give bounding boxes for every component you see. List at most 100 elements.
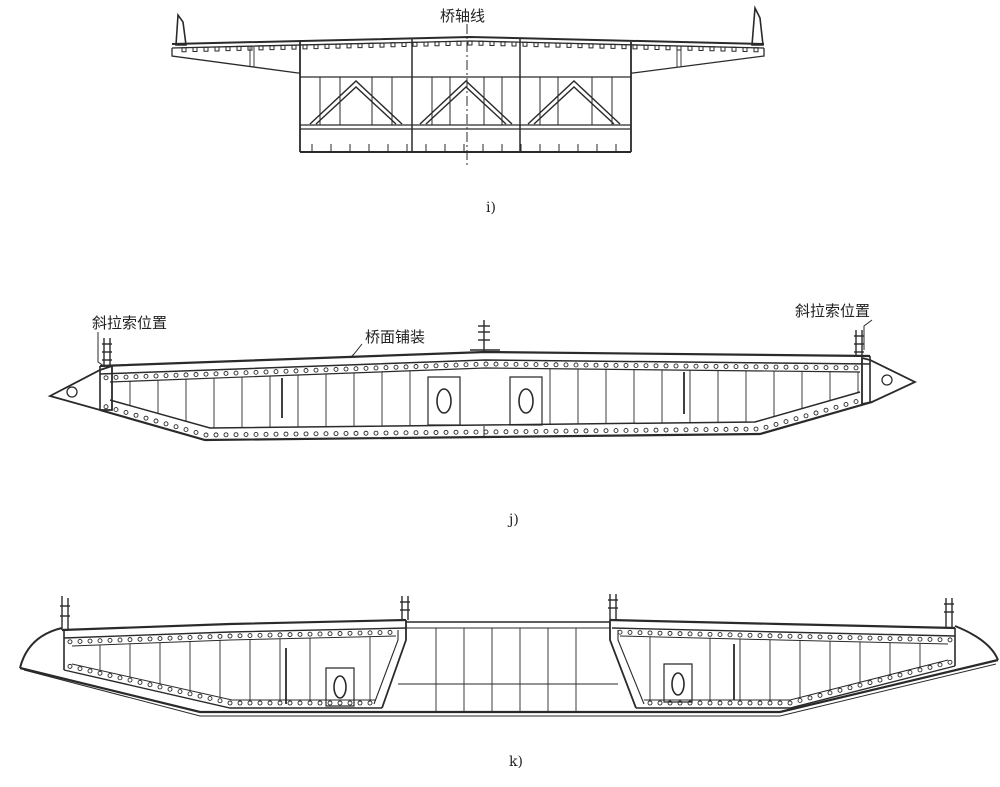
stiffener-bead bbox=[684, 364, 688, 368]
stiffener-bead bbox=[524, 362, 528, 366]
deck-rib bbox=[259, 46, 263, 50]
stiffener-bead bbox=[688, 632, 692, 636]
stiffener-bead bbox=[714, 427, 718, 431]
section-j-deck-inner2 bbox=[110, 368, 860, 382]
stiffener-bead bbox=[514, 430, 518, 434]
stiffener-bead bbox=[238, 701, 242, 705]
stiffener-bead bbox=[494, 362, 498, 366]
stiffener-bead bbox=[648, 701, 652, 705]
stiffener-bead bbox=[134, 375, 138, 379]
stiffener-bead bbox=[688, 701, 692, 705]
stiffener-bead bbox=[354, 367, 358, 371]
stiffener-bead bbox=[288, 701, 292, 705]
stiffener-bead bbox=[148, 683, 152, 687]
stiffener-bead bbox=[278, 633, 282, 637]
stiffener-bead bbox=[858, 636, 862, 640]
stiffener-bead bbox=[694, 428, 698, 432]
deck-rib bbox=[193, 47, 197, 51]
stiffener-bead bbox=[928, 665, 932, 669]
section-k-left-box-top2 bbox=[64, 628, 406, 638]
stiffener-bead bbox=[128, 678, 132, 682]
stiffener-bead bbox=[698, 701, 702, 705]
stiffener-bead bbox=[384, 366, 388, 370]
stiffener-bead bbox=[858, 683, 862, 687]
stiffener-bead bbox=[184, 428, 188, 432]
section-j-edge-right bbox=[862, 358, 915, 404]
deck-rib bbox=[688, 46, 692, 50]
stiffener-bead bbox=[474, 362, 478, 366]
stiffener-bead bbox=[808, 696, 812, 700]
stiffener-bead bbox=[554, 429, 558, 433]
stiffener-bead bbox=[804, 365, 808, 369]
stiffener-bead bbox=[724, 365, 728, 369]
stiffener-bead bbox=[888, 676, 892, 680]
stiffener-bead bbox=[544, 429, 548, 433]
stiffener-bead bbox=[638, 631, 642, 635]
section-i-railing-right bbox=[752, 8, 763, 45]
deck-rib bbox=[710, 47, 714, 51]
stiffener-bead bbox=[198, 635, 202, 639]
stiffener-bead bbox=[504, 430, 508, 434]
stiffener-bead bbox=[228, 634, 232, 638]
stiffener-bead bbox=[524, 430, 528, 434]
cable-position-label-left: 斜拉索位置 bbox=[92, 314, 168, 332]
stiffener-bead bbox=[274, 370, 278, 374]
stiffener-bead bbox=[258, 701, 262, 705]
stiffener-bead bbox=[798, 634, 802, 638]
section-k-nose-left bbox=[20, 628, 62, 668]
deck-rib bbox=[457, 41, 461, 45]
section-j-manhole-1 bbox=[437, 389, 451, 413]
stiffener-bead bbox=[868, 681, 872, 685]
stiffener-bead bbox=[68, 664, 72, 668]
stiffener-bead bbox=[304, 432, 308, 436]
stiffener-bead bbox=[838, 688, 842, 692]
stiffener-bead bbox=[764, 425, 768, 429]
stiffener-bead bbox=[284, 432, 288, 436]
section-k-manhole-frame-right bbox=[664, 664, 692, 702]
deck-rib bbox=[204, 47, 208, 51]
stiffener-bead bbox=[378, 631, 382, 635]
stiffener-bead bbox=[328, 632, 332, 636]
stiffener-bead bbox=[844, 402, 848, 406]
stiffener-bead bbox=[248, 634, 252, 638]
stiffener-bead bbox=[204, 372, 208, 376]
stiffener-bead bbox=[184, 373, 188, 377]
stiffener-bead bbox=[848, 636, 852, 640]
stiffener-bead bbox=[328, 701, 332, 705]
deck-rib bbox=[501, 42, 505, 46]
stiffener-bead bbox=[208, 635, 212, 639]
stiffener-bead bbox=[198, 694, 202, 698]
section-k-right-box-top3 bbox=[620, 636, 948, 644]
stiffener-bead bbox=[314, 368, 318, 372]
stiffener-bead bbox=[288, 633, 292, 637]
stiffener-bead bbox=[218, 634, 222, 638]
deck-rib bbox=[435, 42, 439, 46]
stiffener-bead bbox=[168, 687, 172, 691]
section-j-deck-inner bbox=[100, 360, 870, 374]
stiffener-bead bbox=[334, 432, 338, 436]
section-k-railing-4 bbox=[944, 598, 954, 628]
stiffener-bead bbox=[278, 701, 282, 705]
stiffener-bead bbox=[628, 630, 632, 634]
stiffener-bead bbox=[728, 633, 732, 637]
stiffener-bead bbox=[154, 374, 158, 378]
stiffener-bead bbox=[604, 363, 608, 367]
deck-rib bbox=[237, 46, 241, 50]
deck-rib bbox=[424, 42, 428, 46]
stiffener-bead bbox=[188, 635, 192, 639]
stiffener-bead bbox=[144, 416, 148, 420]
stiffener-bead bbox=[368, 701, 372, 705]
cable-position-label-right: 斜拉索位置 bbox=[795, 302, 871, 320]
section-k-outline-bottom bbox=[20, 660, 998, 712]
stiffener-bead bbox=[154, 419, 158, 423]
deck-rib bbox=[270, 46, 274, 50]
section-j-manhole-2 bbox=[519, 389, 533, 413]
stiffener-bead bbox=[108, 638, 112, 642]
stiffener-bead bbox=[614, 363, 618, 367]
section-k-right-web-inner bbox=[610, 620, 636, 708]
deck-rib bbox=[534, 43, 538, 47]
stiffener-bead bbox=[464, 430, 468, 434]
stiffener-bead bbox=[434, 431, 438, 435]
stiffener-bead bbox=[268, 701, 272, 705]
stiffener-bead bbox=[174, 425, 178, 429]
